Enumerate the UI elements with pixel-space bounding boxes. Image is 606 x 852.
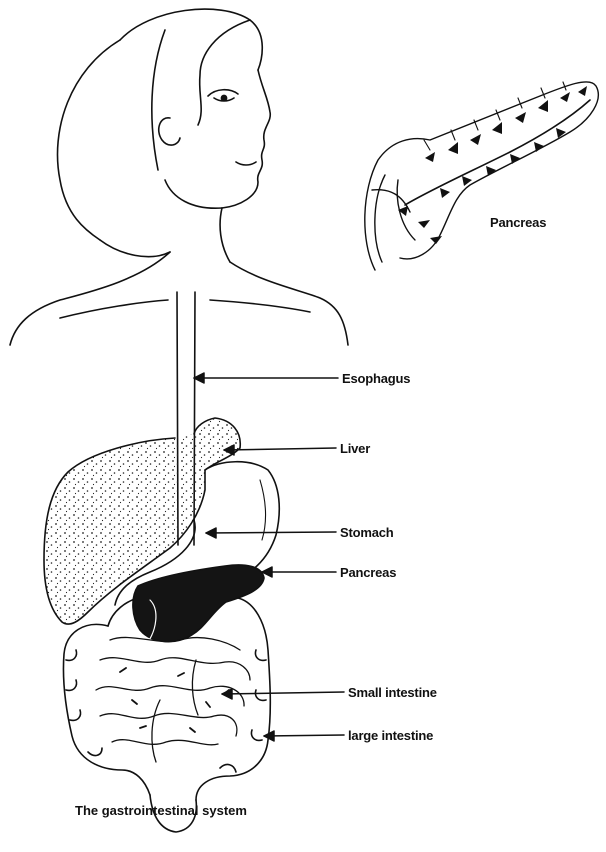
- pancreas-detail-drawing: [365, 82, 598, 270]
- small-intestine-arrow: [222, 689, 344, 699]
- esophagus-label: Esophagus: [342, 371, 410, 386]
- figure-caption: The gastrointestinal system: [75, 803, 247, 818]
- small-intestine-label: Small intestine: [348, 685, 437, 700]
- esophagus-arrow: [194, 373, 338, 383]
- large-intestine-arrow: [264, 731, 344, 741]
- pancreas-label: Pancreas: [340, 565, 396, 580]
- stomach-arrow: [206, 528, 336, 538]
- stomach-label: Stomach: [340, 525, 394, 540]
- pancreas-detail-label: Pancreas: [490, 215, 546, 230]
- pancreas-arrow: [262, 567, 336, 577]
- head-outline: [58, 9, 271, 262]
- small-intestine-shape: [96, 637, 250, 762]
- liver-label: Liver: [340, 441, 370, 456]
- pancreas-shape: [133, 565, 264, 642]
- torso-outline: [10, 252, 348, 345]
- large-intestine-label: large intestine: [348, 728, 433, 743]
